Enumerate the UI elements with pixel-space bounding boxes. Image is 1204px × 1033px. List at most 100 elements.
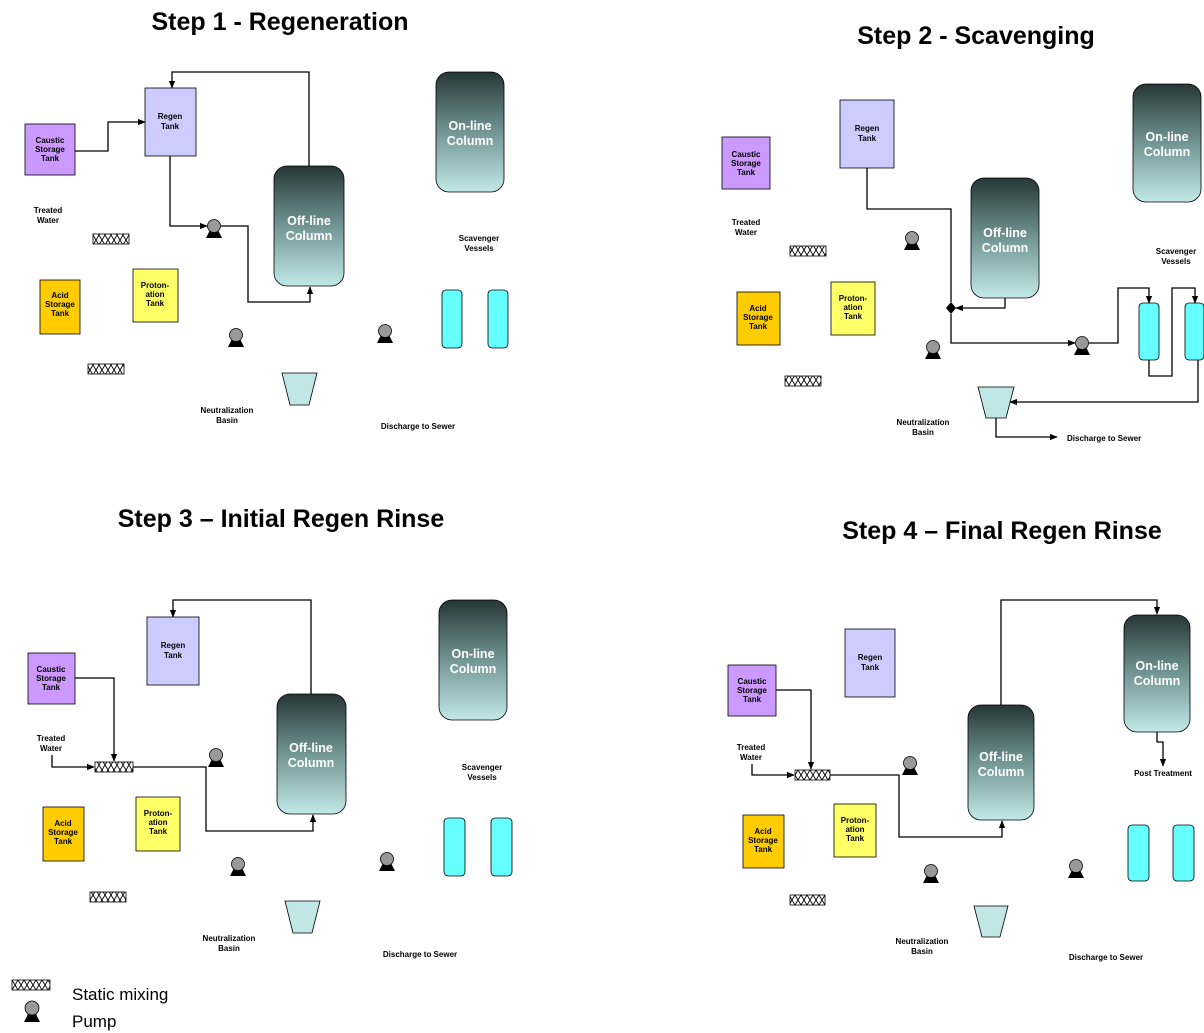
panel-title: Step 2 - Scavenging xyxy=(857,22,1095,50)
flow-line xyxy=(950,314,1076,347)
regen-tank: Regen Tank xyxy=(144,87,197,157)
panel-step-1: Step 1 - Regeneration Caustic Storage Ta… xyxy=(24,8,509,431)
treated-water-label: Water xyxy=(40,744,62,753)
svg-text:Tank: Tank xyxy=(749,322,768,331)
discharge-label: Discharge to Sewer xyxy=(1067,434,1141,443)
svg-text:On-line: On-line xyxy=(1135,659,1178,673)
svg-text:Column: Column xyxy=(1144,145,1191,159)
legend-pump: Pump xyxy=(72,1012,116,1031)
pump-icon xyxy=(902,756,918,775)
svg-text:Acid: Acid xyxy=(51,291,68,300)
svg-text:Off-line: Off-line xyxy=(979,750,1023,764)
acid-storage-tank: Acid Storage Tank xyxy=(42,806,85,862)
scavenger-vessel xyxy=(490,817,513,877)
panel-step-2: Step 2 - Scavenging Caustic Storage Tank… xyxy=(721,22,1204,443)
svg-text:Storage: Storage xyxy=(743,313,773,322)
scavenger-vessels-label: Vessels xyxy=(467,773,497,782)
svg-text:ation: ation xyxy=(145,290,164,299)
caustic-storage-tank: Caustic Storage Tank xyxy=(27,652,76,705)
caustic-storage-tank: Caustic Storage Tank xyxy=(24,123,76,176)
svg-text:Storage: Storage xyxy=(731,159,761,168)
neutralization-basin xyxy=(284,900,321,934)
online-column: On-line Column xyxy=(435,71,505,193)
svg-text:Caustic: Caustic xyxy=(36,136,65,145)
pump-icon xyxy=(228,328,244,347)
svg-text:Tank: Tank xyxy=(164,651,183,660)
static-mixer xyxy=(794,769,831,781)
offline-column: Off-line Column xyxy=(970,177,1040,299)
flow-line xyxy=(75,118,146,152)
scavenger-vessel xyxy=(1138,302,1160,361)
flow-line xyxy=(51,755,95,771)
svg-text:Proton-: Proton- xyxy=(841,816,870,825)
scavenger-vessel xyxy=(441,289,463,349)
pump-icon xyxy=(904,231,920,250)
static-mixer xyxy=(92,233,130,245)
svg-text:Tank: Tank xyxy=(149,827,168,836)
pump-icon xyxy=(1074,336,1090,355)
regen-tank: Regen Tank xyxy=(146,616,200,686)
svg-text:ation: ation xyxy=(845,825,864,834)
treated-water-label: Water xyxy=(37,216,59,225)
treated-water-label: Treated xyxy=(732,218,761,227)
svg-text:Off-line: Off-line xyxy=(289,741,333,755)
protonation-tank: Proton- ation Tank xyxy=(132,268,179,323)
post-treatment-label: Post Treatment xyxy=(1134,769,1192,778)
pump-icon xyxy=(377,324,393,343)
svg-text:Off-line: Off-line xyxy=(287,214,331,228)
pump-icon xyxy=(923,864,939,883)
svg-text:Proton-: Proton- xyxy=(141,281,170,290)
svg-text:Column: Column xyxy=(288,756,335,770)
svg-text:Storage: Storage xyxy=(737,686,767,695)
scavenger-vessel xyxy=(1172,824,1195,882)
flow-line xyxy=(1148,287,1199,377)
svg-text:Storage: Storage xyxy=(45,300,75,309)
treated-water-label: Water xyxy=(740,753,762,762)
pump-icon xyxy=(208,748,224,767)
static-mixer xyxy=(784,375,822,387)
neutralization-basin xyxy=(977,386,1015,419)
neutralization-basin xyxy=(973,905,1009,938)
flow-line xyxy=(751,764,795,779)
treated-water-label: Treated xyxy=(37,734,66,743)
neutralization-basin-label: Basin xyxy=(218,944,240,953)
svg-text:Regen: Regen xyxy=(161,641,186,650)
svg-text:Tank: Tank xyxy=(844,312,863,321)
flow-line xyxy=(955,298,1006,312)
pump-icon xyxy=(379,852,395,871)
svg-text:Column: Column xyxy=(447,134,494,148)
neutralization-basin-label: Neutralization xyxy=(896,937,949,946)
flow-line xyxy=(1009,360,1199,406)
protonation-tank: Proton- ation Tank xyxy=(833,803,877,858)
flow-line xyxy=(221,225,314,303)
svg-text:Tank: Tank xyxy=(42,683,61,692)
scavenger-vessel xyxy=(443,817,466,877)
svg-text:Regen: Regen xyxy=(855,124,880,133)
svg-text:Caustic: Caustic xyxy=(738,677,767,686)
static-mixing-icon xyxy=(11,979,51,991)
flow-line xyxy=(75,677,118,762)
svg-text:Tank: Tank xyxy=(846,834,865,843)
caustic-storage-tank: Caustic Storage Tank xyxy=(727,664,777,717)
svg-text:Column: Column xyxy=(450,662,497,676)
protonation-tank: Proton- ation Tank xyxy=(135,796,181,852)
svg-text:Tank: Tank xyxy=(858,134,877,143)
scavenger-vessels-label: Scavenger xyxy=(459,234,499,243)
panel-step-3: Step 3 – Initial Regen Rinse Caustic Sto… xyxy=(27,505,513,959)
svg-text:ation: ation xyxy=(148,818,167,827)
svg-text:Off-line: Off-line xyxy=(983,226,1027,240)
svg-text:ation: ation xyxy=(843,303,862,312)
svg-text:Tank: Tank xyxy=(743,695,762,704)
svg-text:Proton-: Proton- xyxy=(839,294,868,303)
svg-text:Tank: Tank xyxy=(161,122,180,131)
discharge-label: Discharge to Sewer xyxy=(1069,953,1143,962)
scavenger-vessels-label: Vessels xyxy=(464,244,494,253)
neutralization-basin-label: Basin xyxy=(216,416,238,425)
static-mixer xyxy=(87,363,125,375)
acid-storage-tank: Acid Storage Tank xyxy=(736,291,781,346)
panel-step-4: Step 4 – Final Regen Rinse Caustic Stora… xyxy=(727,517,1195,962)
panel-title: Step 1 - Regeneration xyxy=(152,8,409,36)
panel-title: Step 4 – Final Regen Rinse xyxy=(842,517,1162,545)
flow-line xyxy=(169,599,312,694)
